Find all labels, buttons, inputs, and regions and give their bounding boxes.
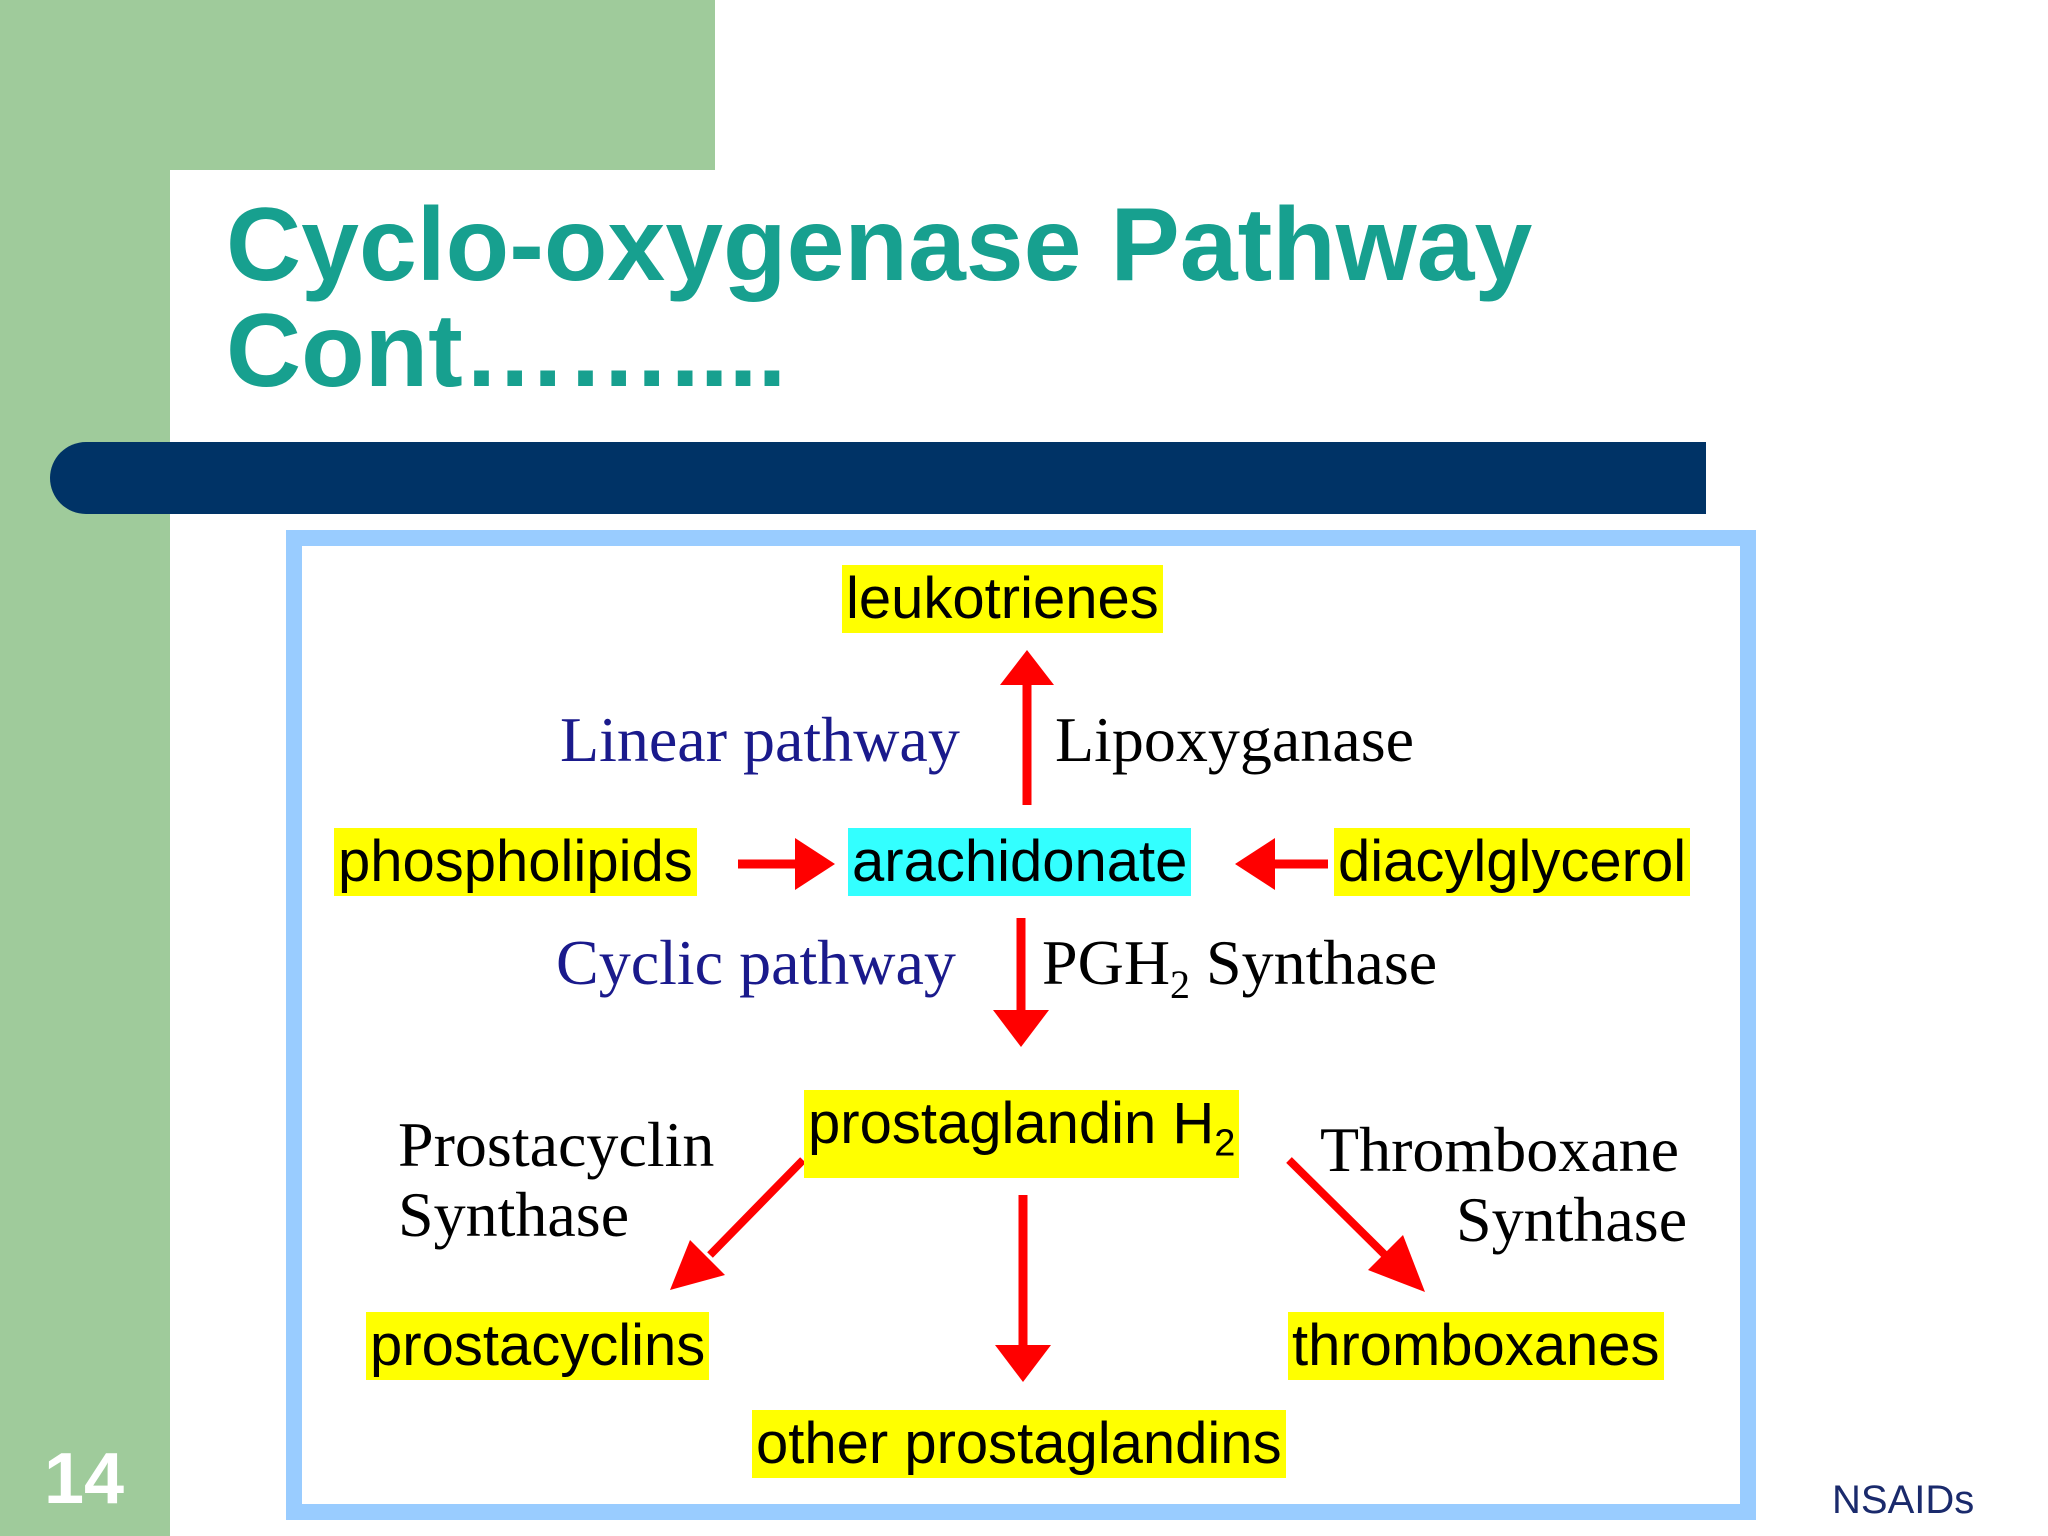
title-underline-bar — [50, 442, 1706, 514]
arrow-arachidonate-to-prostaglandin — [993, 918, 1049, 1047]
arrow-to-leukotrienes — [1000, 650, 1054, 805]
synthase-text: Synthase — [1190, 927, 1438, 998]
label-linear-pathway: Linear pathway — [560, 704, 960, 775]
slide-title-line-1: Cyclo-oxygenase Pathway — [226, 187, 1533, 303]
arrow-to-other-prostaglandins — [995, 1195, 1051, 1382]
arrow-to-prostacyclins — [670, 1157, 806, 1290]
node-phospholipids: phospholipids — [334, 828, 697, 896]
pgh-text: PGH — [1042, 927, 1171, 998]
footer-label: NSAIDs — [1832, 1478, 1975, 1522]
pgh-subscript: 2 — [1170, 961, 1191, 1007]
prostaglandin-subscript: 2 — [1214, 1122, 1236, 1165]
left-green-band — [0, 0, 170, 1536]
node-other-prostaglandins: other prostaglandins — [752, 1410, 1286, 1478]
node-arachidonate: arachidonate — [848, 828, 1192, 896]
label-pgh2-synthase: PGH2 Synthase — [1042, 928, 1437, 1020]
arrow-diacylglycerol-to-arachidonate — [1235, 838, 1328, 890]
label-prostacyclin-synthase-line1: Prostacyclin — [398, 1109, 715, 1180]
label-cyclic-pathway: Cyclic pathway — [556, 927, 956, 998]
node-diacylglycerol: diacylglycerol — [1334, 828, 1691, 896]
label-thromboxane-synthase-line2: Synthase — [1456, 1184, 1688, 1255]
node-prostaglandin-h2: prostaglandin H2 — [804, 1090, 1240, 1178]
label-thromboxane-synthase-line1: Thromboxane — [1320, 1114, 1679, 1185]
label-prostacyclin-synthase-line2: Synthase — [398, 1179, 630, 1250]
arrow-phospholipids-to-arachidonate — [738, 838, 835, 890]
top-green-band — [170, 0, 715, 170]
node-prostacyclins: prostacyclins — [366, 1312, 710, 1380]
slide-number: 14 — [44, 1439, 125, 1519]
label-lipoxyganase: Lipoxyganase — [1055, 704, 1414, 775]
arrow-to-thromboxanes — [1286, 1157, 1425, 1292]
node-leukotrienes: leukotrienes — [842, 565, 1163, 633]
node-thromboxanes: thromboxanes — [1288, 1312, 1664, 1380]
slide-title-line-2: Cont…….... — [226, 293, 787, 409]
prostaglandin-text: prostaglandin H — [808, 1091, 1215, 1156]
